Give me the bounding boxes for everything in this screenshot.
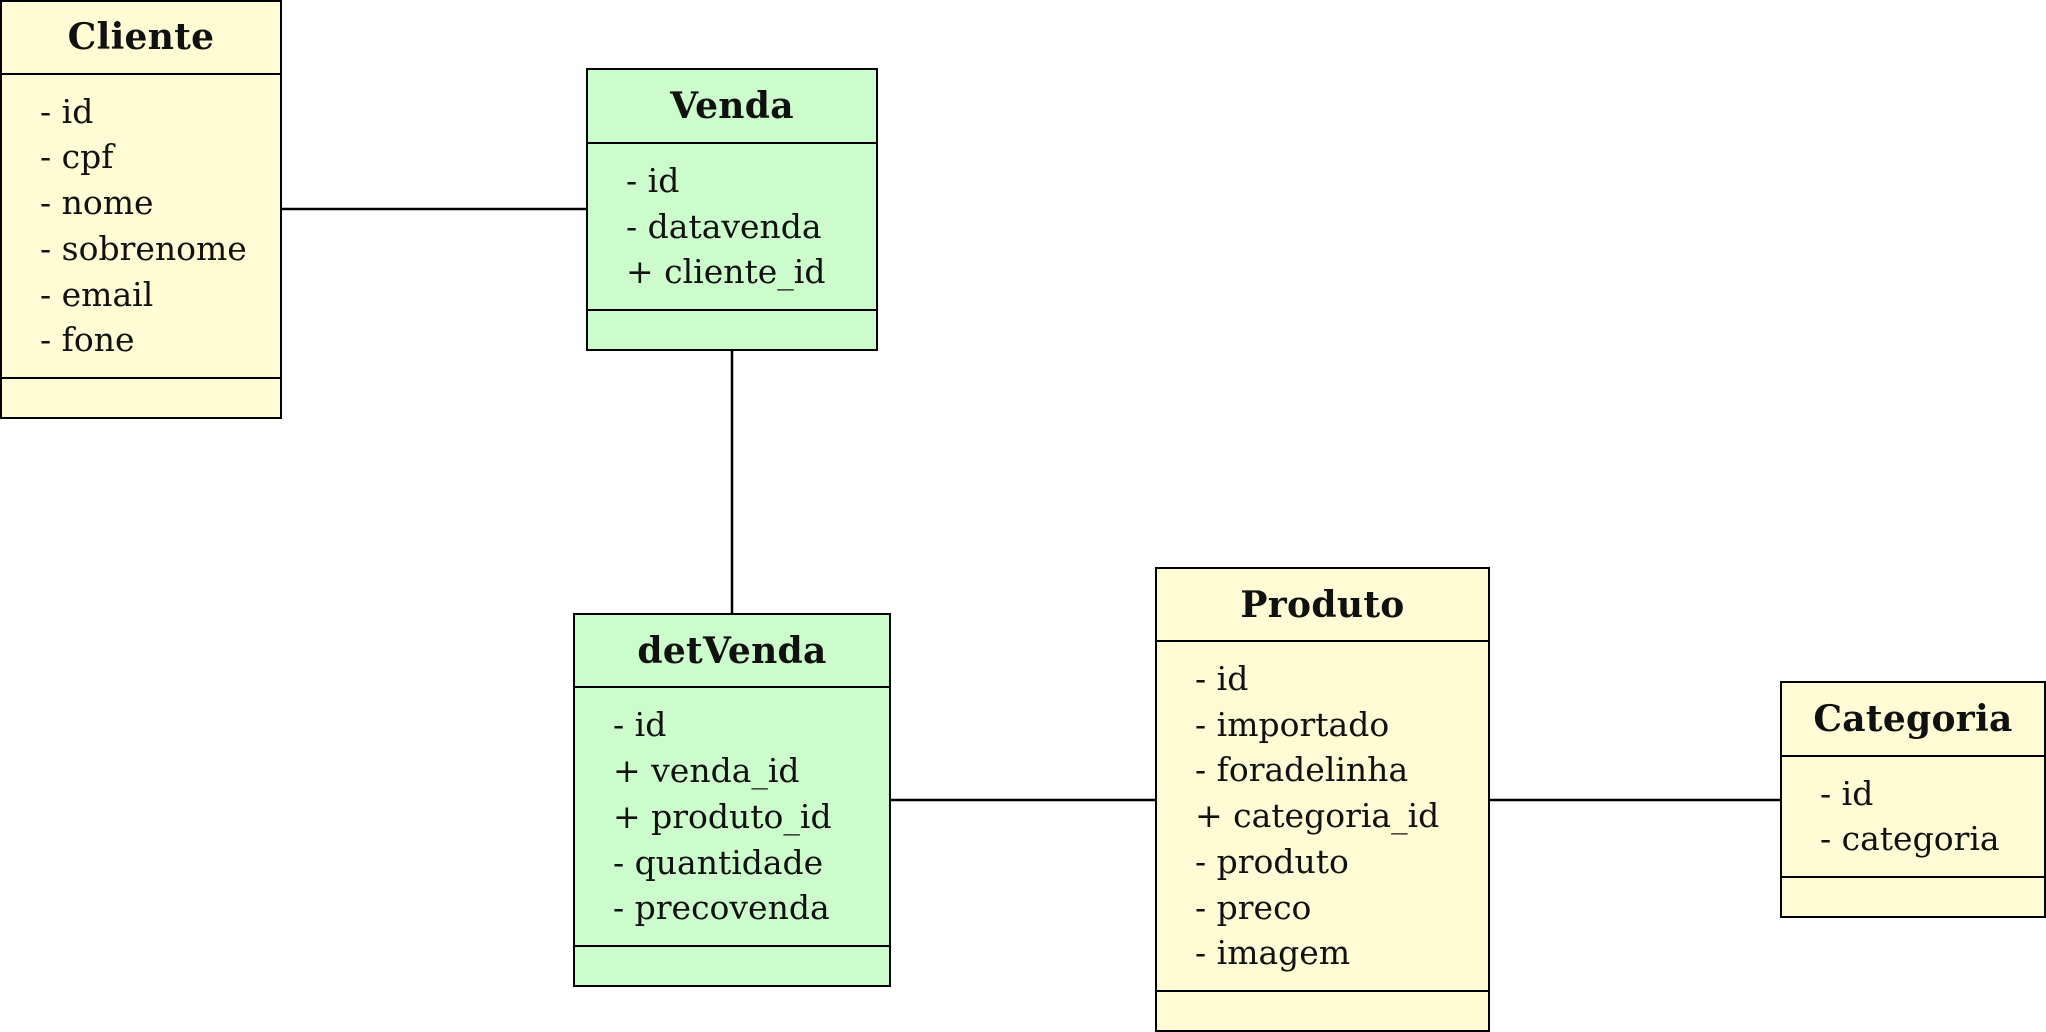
class-detvenda-methods: [575, 947, 889, 985]
attribute: - foradelinha: [1195, 750, 1409, 790]
attribute: - cpf: [40, 137, 114, 177]
attribute: - categoria: [1820, 819, 2000, 859]
attribute: + categoria_id: [1195, 796, 1440, 836]
attribute: + produto_id: [613, 796, 832, 836]
class-produto-methods: [1157, 992, 1488, 1030]
class-venda[interactable]: Venda - id - datavenda + cliente_id: [586, 68, 878, 351]
attribute: - datavenda: [626, 206, 822, 246]
class-cliente-attributes: - id - cpf - nome - sobrenome - email - …: [2, 75, 280, 379]
attribute: - quantidade: [613, 842, 824, 882]
attribute: - id: [1820, 773, 1874, 813]
attribute: - id: [1195, 659, 1249, 699]
attribute: - produto: [1195, 841, 1349, 881]
class-venda-name: Venda: [588, 70, 876, 144]
attribute: + venda_id: [613, 751, 800, 791]
attribute: - preco: [1195, 887, 1312, 927]
class-detvenda-name: detVenda: [575, 615, 889, 689]
class-produto-attributes: - id - importado - foradelinha + categor…: [1157, 642, 1488, 992]
class-categoria-attributes: - id - categoria: [1782, 757, 2044, 878]
class-categoria-name: Categoria: [1782, 683, 2044, 757]
attribute: - nome: [40, 183, 154, 223]
class-produto[interactable]: Produto - id - importado - foradelinha +…: [1155, 567, 1490, 1032]
class-venda-attributes: - id - datavenda + cliente_id: [588, 144, 876, 311]
class-categoria-methods: [1782, 878, 2044, 916]
attribute: - importado: [1195, 704, 1390, 744]
class-cliente-methods: [2, 379, 280, 417]
attribute: - imagem: [1195, 933, 1351, 973]
attribute: - id: [626, 160, 680, 200]
attribute: - email: [40, 274, 154, 314]
class-categoria[interactable]: Categoria - id - categoria: [1780, 681, 2046, 918]
class-cliente[interactable]: Cliente - id - cpf - nome - sobrenome - …: [0, 0, 282, 419]
attribute: - id: [40, 91, 94, 131]
attribute: - precovenda: [613, 888, 830, 928]
attribute: - fone: [40, 320, 135, 360]
attribute: - sobrenome: [40, 228, 247, 268]
class-produto-name: Produto: [1157, 569, 1488, 643]
class-venda-methods: [588, 311, 876, 349]
class-detvenda[interactable]: detVenda - id + venda_id + produto_id - …: [573, 613, 891, 987]
class-cliente-name: Cliente: [2, 2, 280, 75]
attribute: - id: [613, 705, 667, 745]
class-detvenda-attributes: - id + venda_id + produto_id - quantidad…: [575, 688, 889, 947]
attribute: + cliente_id: [626, 252, 826, 292]
